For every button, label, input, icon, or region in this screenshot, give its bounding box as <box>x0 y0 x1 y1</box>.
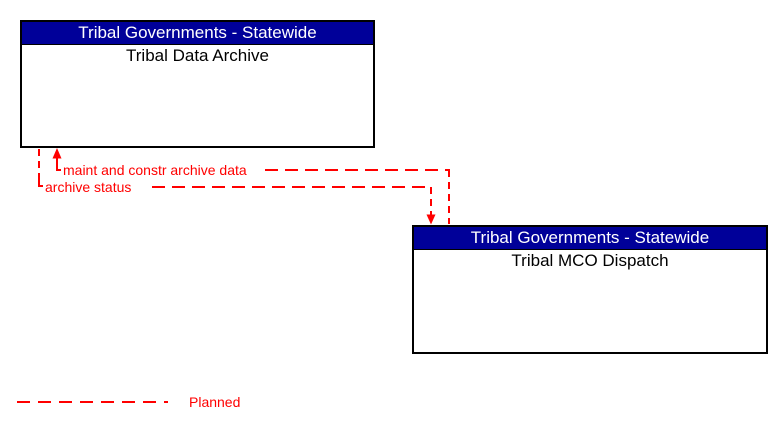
entity-group-label: Tribal Governments - Statewide <box>470 228 710 247</box>
flow-label-maint-and-constr-archive-data[interactable]: maint and constr archive data <box>62 162 248 178</box>
entity-name: Tribal MCO Dispatch <box>511 251 669 270</box>
flow-corner-line <box>38 179 43 187</box>
legend-planned-label: Planned <box>189 394 241 410</box>
entity-name: Tribal Data Archive <box>126 46 269 65</box>
arrow-up-icon <box>52 148 62 159</box>
flow-source-stub-line <box>56 157 61 171</box>
entity-group-header: Tribal Governments - Statewide <box>22 22 373 45</box>
entity-box-tribal-data-archive[interactable]: Tribal Governments - Statewide Tribal Da… <box>20 20 375 148</box>
entity-group-header: Tribal Governments - Statewide <box>414 227 766 250</box>
arrow-down-icon <box>426 214 436 225</box>
entity-group-label: Tribal Governments - Statewide <box>78 23 317 42</box>
entity-box-tribal-mco-dispatch[interactable]: Tribal Governments - Statewide Tribal MC… <box>412 225 768 354</box>
flow-label-archive-status[interactable]: archive status <box>44 179 133 195</box>
